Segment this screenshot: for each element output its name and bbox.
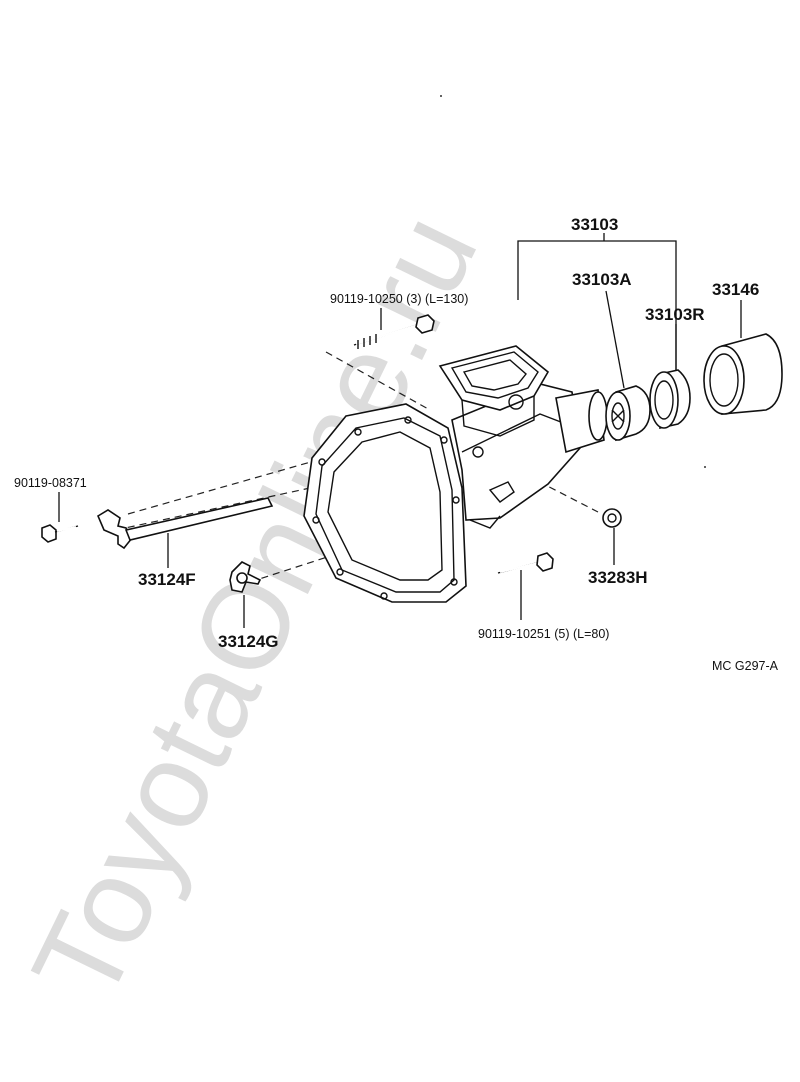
bolt-long-icon	[353, 314, 435, 349]
seal-33103r-icon	[649, 369, 691, 429]
bolt-small-icon	[41, 524, 79, 543]
label-33103r: 33103R	[645, 305, 705, 324]
leader-lines	[58, 233, 742, 628]
label-33124g: 33124G	[218, 632, 279, 651]
label-33103: 33103	[571, 215, 618, 234]
extension-housing-icon	[303, 345, 608, 603]
label-90119-10251: 90119-10251 (5) (L=80)	[478, 627, 609, 641]
label-90119-10250: 90119-10250 (3) (L=130)	[330, 292, 468, 306]
seal-33103a-icon	[605, 385, 651, 442]
label-33124f: 33124F	[138, 570, 196, 589]
plug-33283h-icon	[602, 508, 622, 528]
bracket-33124f-icon	[96, 497, 274, 550]
bracket-33124g-icon	[229, 561, 262, 593]
diagram-code: MC G297-A	[712, 659, 779, 673]
label-33146: 33146	[712, 280, 759, 299]
label-33283h: 33283H	[588, 568, 648, 587]
bolt-short-icon	[497, 552, 554, 574]
label-33103a: 33103A	[572, 270, 632, 289]
label-90119-08371: 90119-08371	[14, 476, 87, 490]
cover-33146-icon	[703, 333, 783, 415]
